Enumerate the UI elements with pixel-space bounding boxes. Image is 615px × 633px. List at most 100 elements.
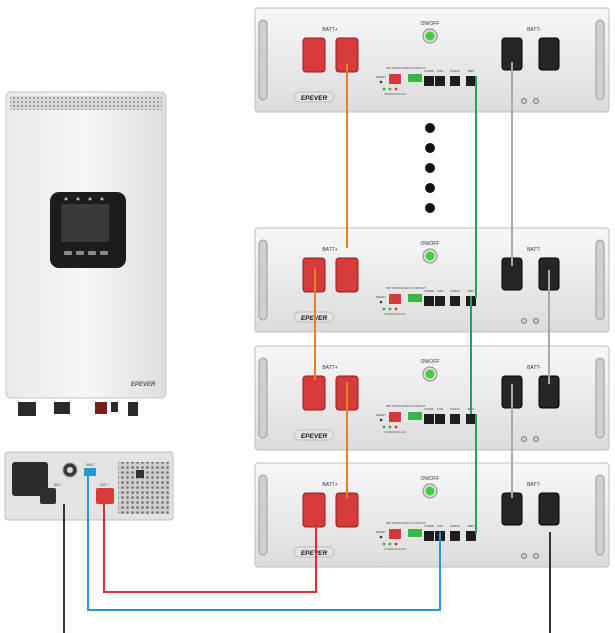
comm-port-can bbox=[435, 76, 445, 86]
panel-screw bbox=[521, 436, 527, 442]
terminal-view-breaker bbox=[12, 462, 48, 496]
batt-positive-label: BATT+ bbox=[322, 482, 337, 488]
batt-negative-label: BATT- bbox=[527, 482, 541, 488]
brand-badge bbox=[293, 546, 335, 558]
comm-port-label: BMS bbox=[468, 289, 475, 293]
batt-positive-terminal-b bbox=[335, 492, 359, 528]
inverter-brand-label: EPEVER bbox=[131, 382, 156, 388]
reset-button bbox=[379, 80, 383, 84]
dip-switch bbox=[389, 412, 401, 422]
status-led-alarm bbox=[394, 307, 398, 311]
battery-module-panel bbox=[254, 7, 610, 113]
dip-switch-label: DIP SWITCH bbox=[386, 286, 404, 290]
panel-screw bbox=[533, 318, 539, 324]
inverter-screen bbox=[61, 204, 109, 242]
rack-handle-right bbox=[595, 19, 605, 101]
comm-port-bms bbox=[466, 76, 476, 86]
comm-port-rs232 bbox=[450, 414, 460, 424]
batt-negative-terminal-b bbox=[538, 492, 560, 526]
comm-port-rs232 bbox=[450, 296, 460, 306]
inverter-bottom-glands bbox=[18, 402, 138, 416]
comm-port-can bbox=[435, 414, 445, 424]
dip-switch bbox=[389, 529, 401, 539]
comm-port-label: RS232 bbox=[450, 289, 460, 293]
dip-switch-label: DIP SWITCH bbox=[386, 66, 404, 70]
comm-port-label: RS485 bbox=[424, 407, 434, 411]
comm-port-label: RS485 bbox=[424, 69, 434, 73]
battery-module-panel bbox=[254, 345, 610, 451]
main-comm-cable bbox=[87, 476, 441, 611]
batt-negative-label: BATT- bbox=[527, 27, 541, 33]
reset-label: RESET bbox=[376, 413, 386, 417]
dry-contact-label: DRY CONTACT bbox=[404, 404, 426, 408]
status-led-label: POWER RUN ALM bbox=[384, 431, 405, 434]
panel-screw bbox=[533, 98, 539, 104]
panel-screw bbox=[533, 436, 539, 442]
dip-switch bbox=[389, 74, 401, 84]
reset-button bbox=[379, 418, 383, 422]
dry-contact-terminal bbox=[408, 412, 422, 420]
dip-switch-label: DIP SWITCH bbox=[386, 404, 404, 408]
batt-positive-terminal-a bbox=[302, 375, 326, 411]
batt-positive-terminal-a bbox=[302, 37, 326, 73]
comm-port-label: RS232 bbox=[450, 524, 460, 528]
rack-handle-left bbox=[258, 19, 268, 101]
batt-positive-label: BATT+ bbox=[322, 27, 337, 33]
reset-button bbox=[379, 535, 383, 539]
on-off-led bbox=[425, 486, 435, 496]
inverter-indicator-leds bbox=[64, 197, 104, 201]
batt-positive-terminal-b bbox=[335, 257, 359, 293]
reset-button bbox=[379, 300, 383, 304]
main-positive-cable bbox=[103, 504, 317, 593]
rack-handle-right bbox=[595, 357, 605, 439]
comm-port-rs485 bbox=[424, 531, 434, 541]
on-off-label: ON/OFF bbox=[421, 241, 440, 247]
status-led-power bbox=[382, 425, 386, 429]
battery-module-panel bbox=[254, 462, 610, 568]
cables bbox=[63, 62, 551, 633]
terminal-view-vent bbox=[118, 462, 170, 514]
status-led-alarm bbox=[394, 425, 398, 429]
reset-label: RESET bbox=[376, 75, 386, 79]
terminal-bms-label: BMS bbox=[86, 463, 94, 467]
comm-port-can bbox=[435, 296, 445, 306]
batt-negative-label: BATT- bbox=[527, 365, 541, 371]
comm-port-label: CAN bbox=[437, 407, 443, 411]
dry-contact-terminal bbox=[408, 294, 422, 302]
batt-negative-label: BATT- bbox=[527, 247, 541, 253]
brand-logo-text: EPEVER bbox=[301, 550, 328, 557]
battery-module-panel bbox=[254, 227, 610, 333]
on-off-led bbox=[425, 369, 435, 379]
inverter-unit: EPEVER bbox=[5, 91, 167, 416]
on-off-label: ON/OFF bbox=[421, 476, 440, 482]
panel-screw bbox=[521, 98, 527, 104]
comm-port-label: BMS bbox=[468, 69, 475, 73]
dry-contact-label: DRY CONTACT bbox=[404, 66, 426, 70]
comm-port-bms bbox=[466, 414, 476, 424]
brand-logo-text: EPEVER bbox=[301, 95, 328, 102]
on-off-led bbox=[425, 31, 435, 41]
inverter-top-vent bbox=[10, 96, 162, 110]
status-led-alarm bbox=[394, 542, 398, 546]
stack-continuation-dots bbox=[425, 123, 435, 213]
dry-contact-label: DRY CONTACT bbox=[404, 286, 426, 290]
status-led-label: POWER RUN ALM bbox=[384, 93, 405, 96]
brand-logo-text: EPEVER bbox=[301, 433, 328, 440]
status-led-label: POWER RUN ALM bbox=[384, 313, 405, 316]
status-led-power bbox=[382, 542, 386, 546]
comm-port-label: RS232 bbox=[450, 407, 460, 411]
status-led-run bbox=[388, 87, 392, 91]
comm-port-rs485 bbox=[424, 414, 434, 424]
batt-positive-terminal-a bbox=[302, 492, 326, 528]
dry-contact-terminal bbox=[408, 74, 422, 82]
comm-port-label: RS485 bbox=[424, 289, 434, 293]
comm-port-label: RS485 bbox=[424, 524, 434, 528]
comm-port-rs232 bbox=[450, 76, 460, 86]
rack-handle-right bbox=[595, 474, 605, 556]
terminal-bat-positive bbox=[96, 488, 114, 504]
